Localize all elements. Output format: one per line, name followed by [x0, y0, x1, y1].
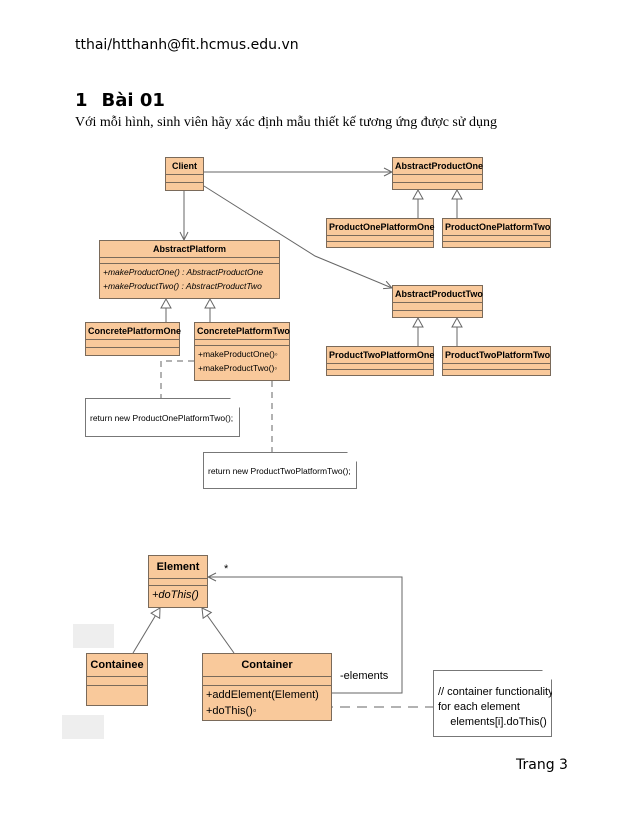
role-label: -elements [340, 670, 389, 682]
page-number: Trang 3 [516, 757, 568, 773]
class-product-one-platform-one: ProductOnePlatformOne [326, 218, 435, 248]
class-product-one-platform-two: ProductOnePlatformTwo [442, 218, 551, 248]
method: +makeProductOne() : AbstractProductOne [103, 267, 264, 277]
note-product-one: return new ProductOnePlatformTwo(); [85, 398, 240, 437]
class-name: ConcretePlatformOne [86, 323, 181, 340]
note-line: // container functionality [438, 686, 554, 698]
note-product-two: return new ProductTwoPlatformTwo(); [203, 452, 357, 489]
class-client: Client [165, 157, 204, 191]
section-heading: 1 Bài 01 [75, 90, 165, 111]
instruction-text: Với mỗi hình, sinh viên hãy xác định mẫu… [75, 115, 497, 130]
class-abstract-platform: AbstractPlatform +makeProductOne() : Abst… [99, 240, 280, 299]
method: +doThis()◦ [206, 705, 257, 717]
gen-container [201, 607, 235, 654]
class-name: ProductTwoPlatformTwo [443, 347, 550, 364]
class-name: AbstractProductOne [393, 158, 483, 175]
class-name: ProductOnePlatformTwo [443, 219, 550, 236]
gray-patch [73, 624, 114, 648]
method: +makeProductTwo()◦ [198, 363, 278, 373]
class-abstract-product-one: AbstractProductOne [392, 157, 483, 190]
class-abstract-product-two: AbstractProductTwo [392, 285, 483, 318]
section-number: 1 [75, 90, 88, 111]
class-element: Element +doThis() [148, 555, 208, 608]
method: +doThis() [152, 589, 199, 601]
multiplicity-label: * [224, 563, 229, 575]
header-email: tthai/htthanh@fit.hcmus.edu.vn [75, 37, 299, 53]
class-concrete-platform-two: ConcretePlatformTwo +makeProductOne()◦ +ma… [194, 322, 290, 381]
assoc-elements [208, 577, 403, 694]
class-containee: Containee [86, 653, 148, 706]
class-name: Element [149, 556, 207, 579]
class-name: Client [166, 158, 203, 175]
gen-containee [132, 607, 161, 654]
class-concrete-platform-one: ConcretePlatformOne [85, 322, 181, 356]
method: +makeProductOne()◦ [198, 349, 278, 359]
class-container: Container +addElement(Element) +doThis()◦ [202, 653, 332, 721]
assoc-client-producttwo [203, 185, 392, 288]
class-name: AbstractPlatform [100, 241, 279, 258]
method: +makeProductTwo() : AbstractProductTwo [103, 281, 262, 291]
class-name: Containee [87, 654, 147, 677]
note-line: elements[i].doThis() [438, 716, 547, 728]
note-container: // container functionality for each elem… [433, 670, 552, 737]
class-name: Container [203, 654, 331, 677]
class-product-two-platform-one: ProductTwoPlatformOne [326, 346, 434, 376]
class-name: ProductOnePlatformOne [327, 219, 435, 236]
class-product-two-platform-two: ProductTwoPlatformTwo [442, 346, 551, 376]
class-name: ConcretePlatformTwo [195, 323, 290, 340]
gray-patch [62, 715, 104, 739]
class-name: AbstractProductTwo [393, 286, 483, 303]
note-line: for each element [438, 701, 520, 713]
method: +addElement(Element) [206, 689, 319, 701]
class-name: ProductTwoPlatformOne [327, 347, 434, 364]
note1-link [160, 360, 194, 398]
section-title: Bài 01 [101, 90, 165, 111]
